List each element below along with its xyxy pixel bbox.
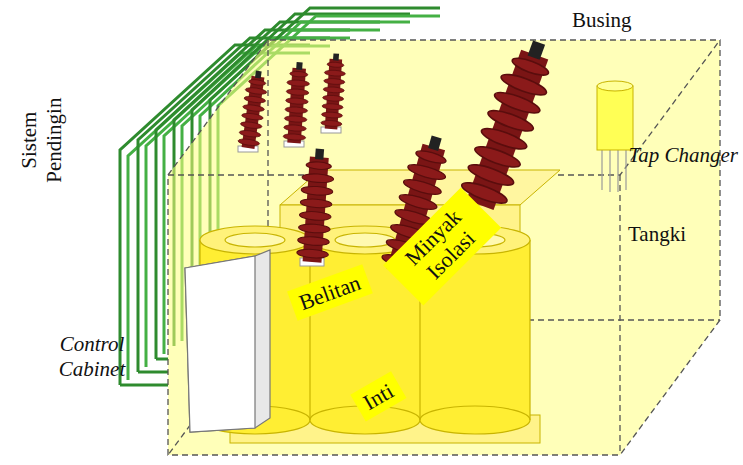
- tap-changer: [597, 81, 633, 192]
- part-label: Busing: [572, 8, 632, 33]
- tap-rod: [617, 150, 618, 192]
- cabinet-front: [185, 256, 255, 432]
- coil-edge: [309, 240, 310, 420]
- part-label: Control Cabinet: [44, 332, 140, 382]
- part-label: Tap Changer: [628, 143, 738, 168]
- control-cabinet: [185, 250, 270, 432]
- cabinet-side: [185, 250, 270, 432]
- tap-body: [597, 86, 633, 150]
- bushing: [237, 69, 269, 149]
- bushing: [457, 34, 561, 213]
- tap-rod: [625, 150, 626, 190]
- tap-rod: [609, 150, 610, 192]
- tank-outline: [168, 40, 720, 455]
- coil-hole: [335, 233, 395, 247]
- tank-body: [168, 40, 720, 455]
- tank-edge: [619, 175, 620, 455]
- coil-bottom: [420, 406, 530, 434]
- coil-hole: [225, 233, 285, 247]
- fin-pipe: [120, 359, 168, 385]
- part-label: Sistem Pendingin: [17, 90, 67, 190]
- coil-top: [200, 226, 310, 254]
- tap-rod: [601, 150, 602, 190]
- coil-edge: [529, 240, 530, 420]
- bushing: [283, 61, 311, 143]
- part-label: Tangki: [628, 222, 686, 247]
- bushing: [296, 148, 335, 263]
- tank-edges: [168, 40, 720, 455]
- bushing: [321, 53, 347, 130]
- bushings: [237, 34, 561, 277]
- tap-top: [597, 81, 633, 91]
